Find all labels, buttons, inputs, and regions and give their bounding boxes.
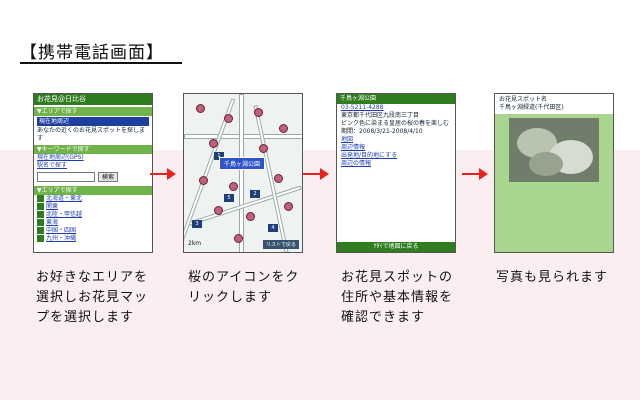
sakura-pin-icon[interactable] [254,108,263,117]
phone3-link[interactable]: 周辺情報 [341,144,366,151]
sakura-pin-icon[interactable] [209,139,218,148]
phone3-link[interactable]: 周辺の情報 [341,160,372,167]
phone1-current-location[interactable]: 現在地周辺 [37,117,149,126]
phone1-bar-keyword: ▼キーワードで探す [34,145,152,154]
sakura-pin-icon[interactable] [214,206,223,215]
phone1-title: お花見@日比谷 [34,94,152,105]
section-title: 【携帯電話画面】 [20,43,164,63]
map-popup-label[interactable]: 千鳥ヶ淵公園 [219,157,266,170]
sakura-pin-icon[interactable] [196,104,205,113]
sakura-pin-icon[interactable] [246,212,255,221]
phone-screen-map: 1 2 3 4 5 千鳥ヶ淵公園 2km リストで戻る [183,93,303,253]
sakura-pin-icon[interactable] [279,124,288,133]
photo-blossom [529,152,563,176]
step-arrow-icon [462,168,488,180]
phone3-link[interactable]: 地図 [341,136,354,143]
sakura-pin-icon[interactable] [284,202,293,211]
phone3-description: ピンク色に染まる皇居の桜の春を楽しむ [341,120,450,127]
phone1-intro: あなたの近くのお花見スポットを探します [37,127,146,142]
phone3-link[interactable]: 出発地/目的地にする [341,152,398,159]
number-icon [37,203,44,210]
map-marker-number[interactable]: 2 [250,190,260,198]
phone1-area-item[interactable]: 中国・四国 [34,227,152,235]
map-scale: 2km [188,240,202,247]
phone4-header: お花見スポット名 千鳥ヶ淵緑道(千代田区) [495,94,613,114]
sakura-photo [509,118,599,182]
step-arrow-icon [303,168,329,180]
phone1-bar-area: ▼エリアで探す [34,107,152,116]
phone1-area-item[interactable]: 東海 [34,219,152,227]
phone1-bar-region: ▼エリアで探す [34,186,152,195]
number-icon [37,235,44,242]
phone1-area-item[interactable]: 関東 [34,203,152,211]
step-caption: お好きなエリアを選択しお花見マップを選択します [36,270,149,325]
number-icon [37,227,44,234]
sakura-pin-icon[interactable] [274,174,283,183]
sakura-pin-icon[interactable] [199,176,208,185]
phone3-phone-link[interactable]: 03-5211-4288 [341,104,384,111]
phone3-title: 千鳥ヶ淵公園 [337,94,455,104]
sakura-pin-icon[interactable] [234,234,243,243]
phone3-address: 東京都千代田区九段南三丁目 [341,112,420,119]
title-underline [20,62,182,64]
sakura-pin-icon[interactable] [229,182,238,191]
map-road [239,94,244,252]
map-back-button[interactable]: リストで戻る [262,240,299,249]
phone1-search-button[interactable]: 検索 [98,172,119,182]
phone-screen-photo: お花見スポット名 千鳥ヶ淵緑道(千代田区) [494,93,614,253]
phone3-period: 期間：2008/3/21-2008/4/10 [341,128,423,135]
step-arrow-icon [150,168,176,180]
sakura-pin-icon[interactable] [224,114,233,123]
phone1-area-item[interactable]: 北陸・甲信越 [34,211,152,219]
phone1-area-item[interactable]: 九州・沖縄 [34,235,152,243]
phone1-gps-link[interactable]: 現在地周辺(GPS) [37,154,84,161]
phone4-label: お花見スポット名 [499,96,548,103]
phone1-search-row: 検索 [34,170,152,184]
number-icon [37,211,44,218]
map-marker-number[interactable]: 5 [224,194,234,202]
phone1-search-input[interactable] [37,172,95,182]
number-icon [37,195,44,202]
map-marker-number[interactable]: 1 [214,152,224,160]
sakura-pin-icon[interactable] [259,144,268,153]
phone3-back-button[interactable]: ｹﾀｲで地図に戻る [337,242,455,252]
number-icon [37,219,44,226]
phone1-station-link[interactable]: 駅名で探す [37,162,68,169]
step-caption: 写真も見られます [496,270,609,285]
phone1-area-item[interactable]: 北海道・東北 [34,195,152,203]
step-caption: お花見スポットの住所や基本情報を確認できます [341,270,454,325]
map-marker-number[interactable]: 4 [268,224,278,232]
phone-screen-spot-info: 千鳥ヶ淵公園 03-5211-4288 東京都千代田区九段南三丁目 ピンク色に染… [336,93,456,253]
map-marker-number[interactable]: 3 [192,220,202,228]
phone-screen-area-select: お花見@日比谷 ▼エリアで探す 現在地周辺 あなたの近くのお花見スポットを探しま… [33,93,153,253]
step-caption: 桜のアイコンをクリックします [188,270,300,305]
phone4-spot-name: 千鳥ヶ淵緑道(千代田区) [499,104,564,111]
